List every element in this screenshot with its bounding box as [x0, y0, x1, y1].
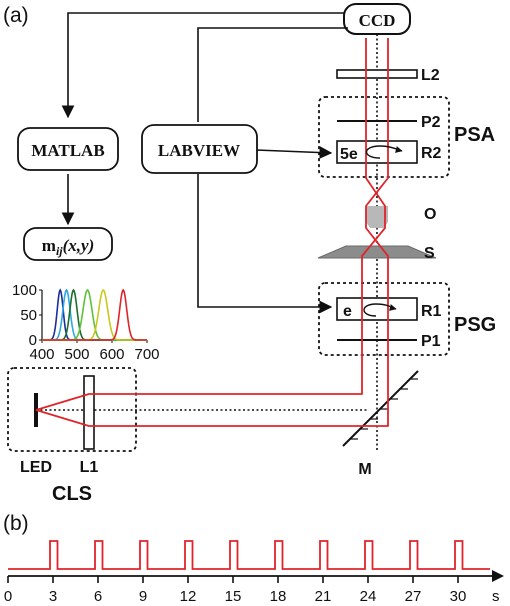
- mij-label: mij(x,y): [42, 236, 94, 258]
- psa-label: PSA: [454, 124, 495, 146]
- r1-label: R1: [421, 303, 442, 320]
- spectrum-y-tick-label: 50: [20, 307, 37, 324]
- time-tick-label: 15: [225, 588, 242, 605]
- ccd-to-matlab-arrow: [61, 12, 344, 119]
- matlab-box: MATLAB: [17, 127, 119, 171]
- sample-stage: [317, 245, 437, 259]
- matlab-label: MATLAB: [31, 141, 104, 160]
- psg-label: PSG: [454, 314, 496, 336]
- spectrum-x-tick-label: 500: [64, 346, 89, 363]
- pulse-timeline-chart: 0 3 6 9 12 15 18 21 24 27 30 s: [4, 540, 504, 605]
- spectrum-x-tick-label: 700: [134, 346, 159, 363]
- spectrum-series-5: [42, 288, 147, 341]
- psa-box: [318, 96, 450, 178]
- time-tick-label: 27: [405, 588, 422, 605]
- mueller-matrix-box: mij(x,y): [23, 227, 113, 261]
- time-tick-label: 9: [139, 588, 147, 605]
- retarder-r1: [336, 297, 418, 321]
- l2-label: L2: [421, 67, 440, 84]
- svg-text:e: e: [343, 303, 352, 320]
- s-label: S: [424, 245, 435, 262]
- time-tick-label: 30: [450, 588, 467, 605]
- time-tick-label: 18: [270, 588, 287, 605]
- r2-rotation-indicator: 5e: [340, 145, 403, 163]
- time-tick-label: 3: [49, 588, 57, 605]
- l1-label: L1: [80, 459, 99, 476]
- time-axis-arrowhead: [492, 570, 504, 582]
- ccd-label: CCD: [359, 11, 396, 30]
- lens-l2: [336, 69, 418, 79]
- m-label: M: [358, 461, 371, 478]
- time-tick-label: 6: [94, 588, 102, 605]
- time-unit-label: s: [492, 588, 500, 605]
- p2-label: P2: [421, 114, 441, 131]
- cls-box: [7, 367, 137, 452]
- psg-box: [318, 282, 450, 356]
- ccd-camera: CCD: [343, 3, 411, 35]
- labview-box: LABVIEW: [141, 124, 258, 174]
- led-label: LED: [20, 459, 52, 476]
- time-tick-label: 12: [180, 588, 197, 605]
- labview-label: LABVIEW: [158, 141, 240, 160]
- r1-rotation-indicator: e: [343, 303, 397, 320]
- time-tick-label: 24: [360, 588, 377, 605]
- ccd-to-labview-line: [197, 27, 348, 122]
- panel-label-a: (a): [3, 4, 29, 27]
- cls-label: CLS: [52, 483, 92, 505]
- time-tick-label: 21: [315, 588, 332, 605]
- spectrum-x-tick-label: 600: [99, 346, 124, 363]
- spectrum-y-tick-label: 0: [29, 332, 37, 349]
- connections: [61, 12, 348, 314]
- light-beam: [35, 38, 389, 427]
- spectrum-x-tick-label: 400: [29, 346, 54, 363]
- time-tick-label: 0: [4, 588, 12, 605]
- panel-label-b: (b): [3, 512, 29, 535]
- p1-label: P1: [421, 333, 441, 350]
- o-label: O: [424, 206, 436, 223]
- svg-text:5e: 5e: [340, 146, 358, 163]
- r2-label: R2: [421, 145, 442, 162]
- lens-l1: [83, 375, 95, 450]
- pulse-trace: [8, 540, 490, 570]
- objective-lens: [366, 206, 388, 228]
- labview-to-psg-arrow: [197, 174, 333, 314]
- mirror-m: [342, 370, 419, 447]
- spectrum-y-tick-label: 100: [12, 282, 37, 299]
